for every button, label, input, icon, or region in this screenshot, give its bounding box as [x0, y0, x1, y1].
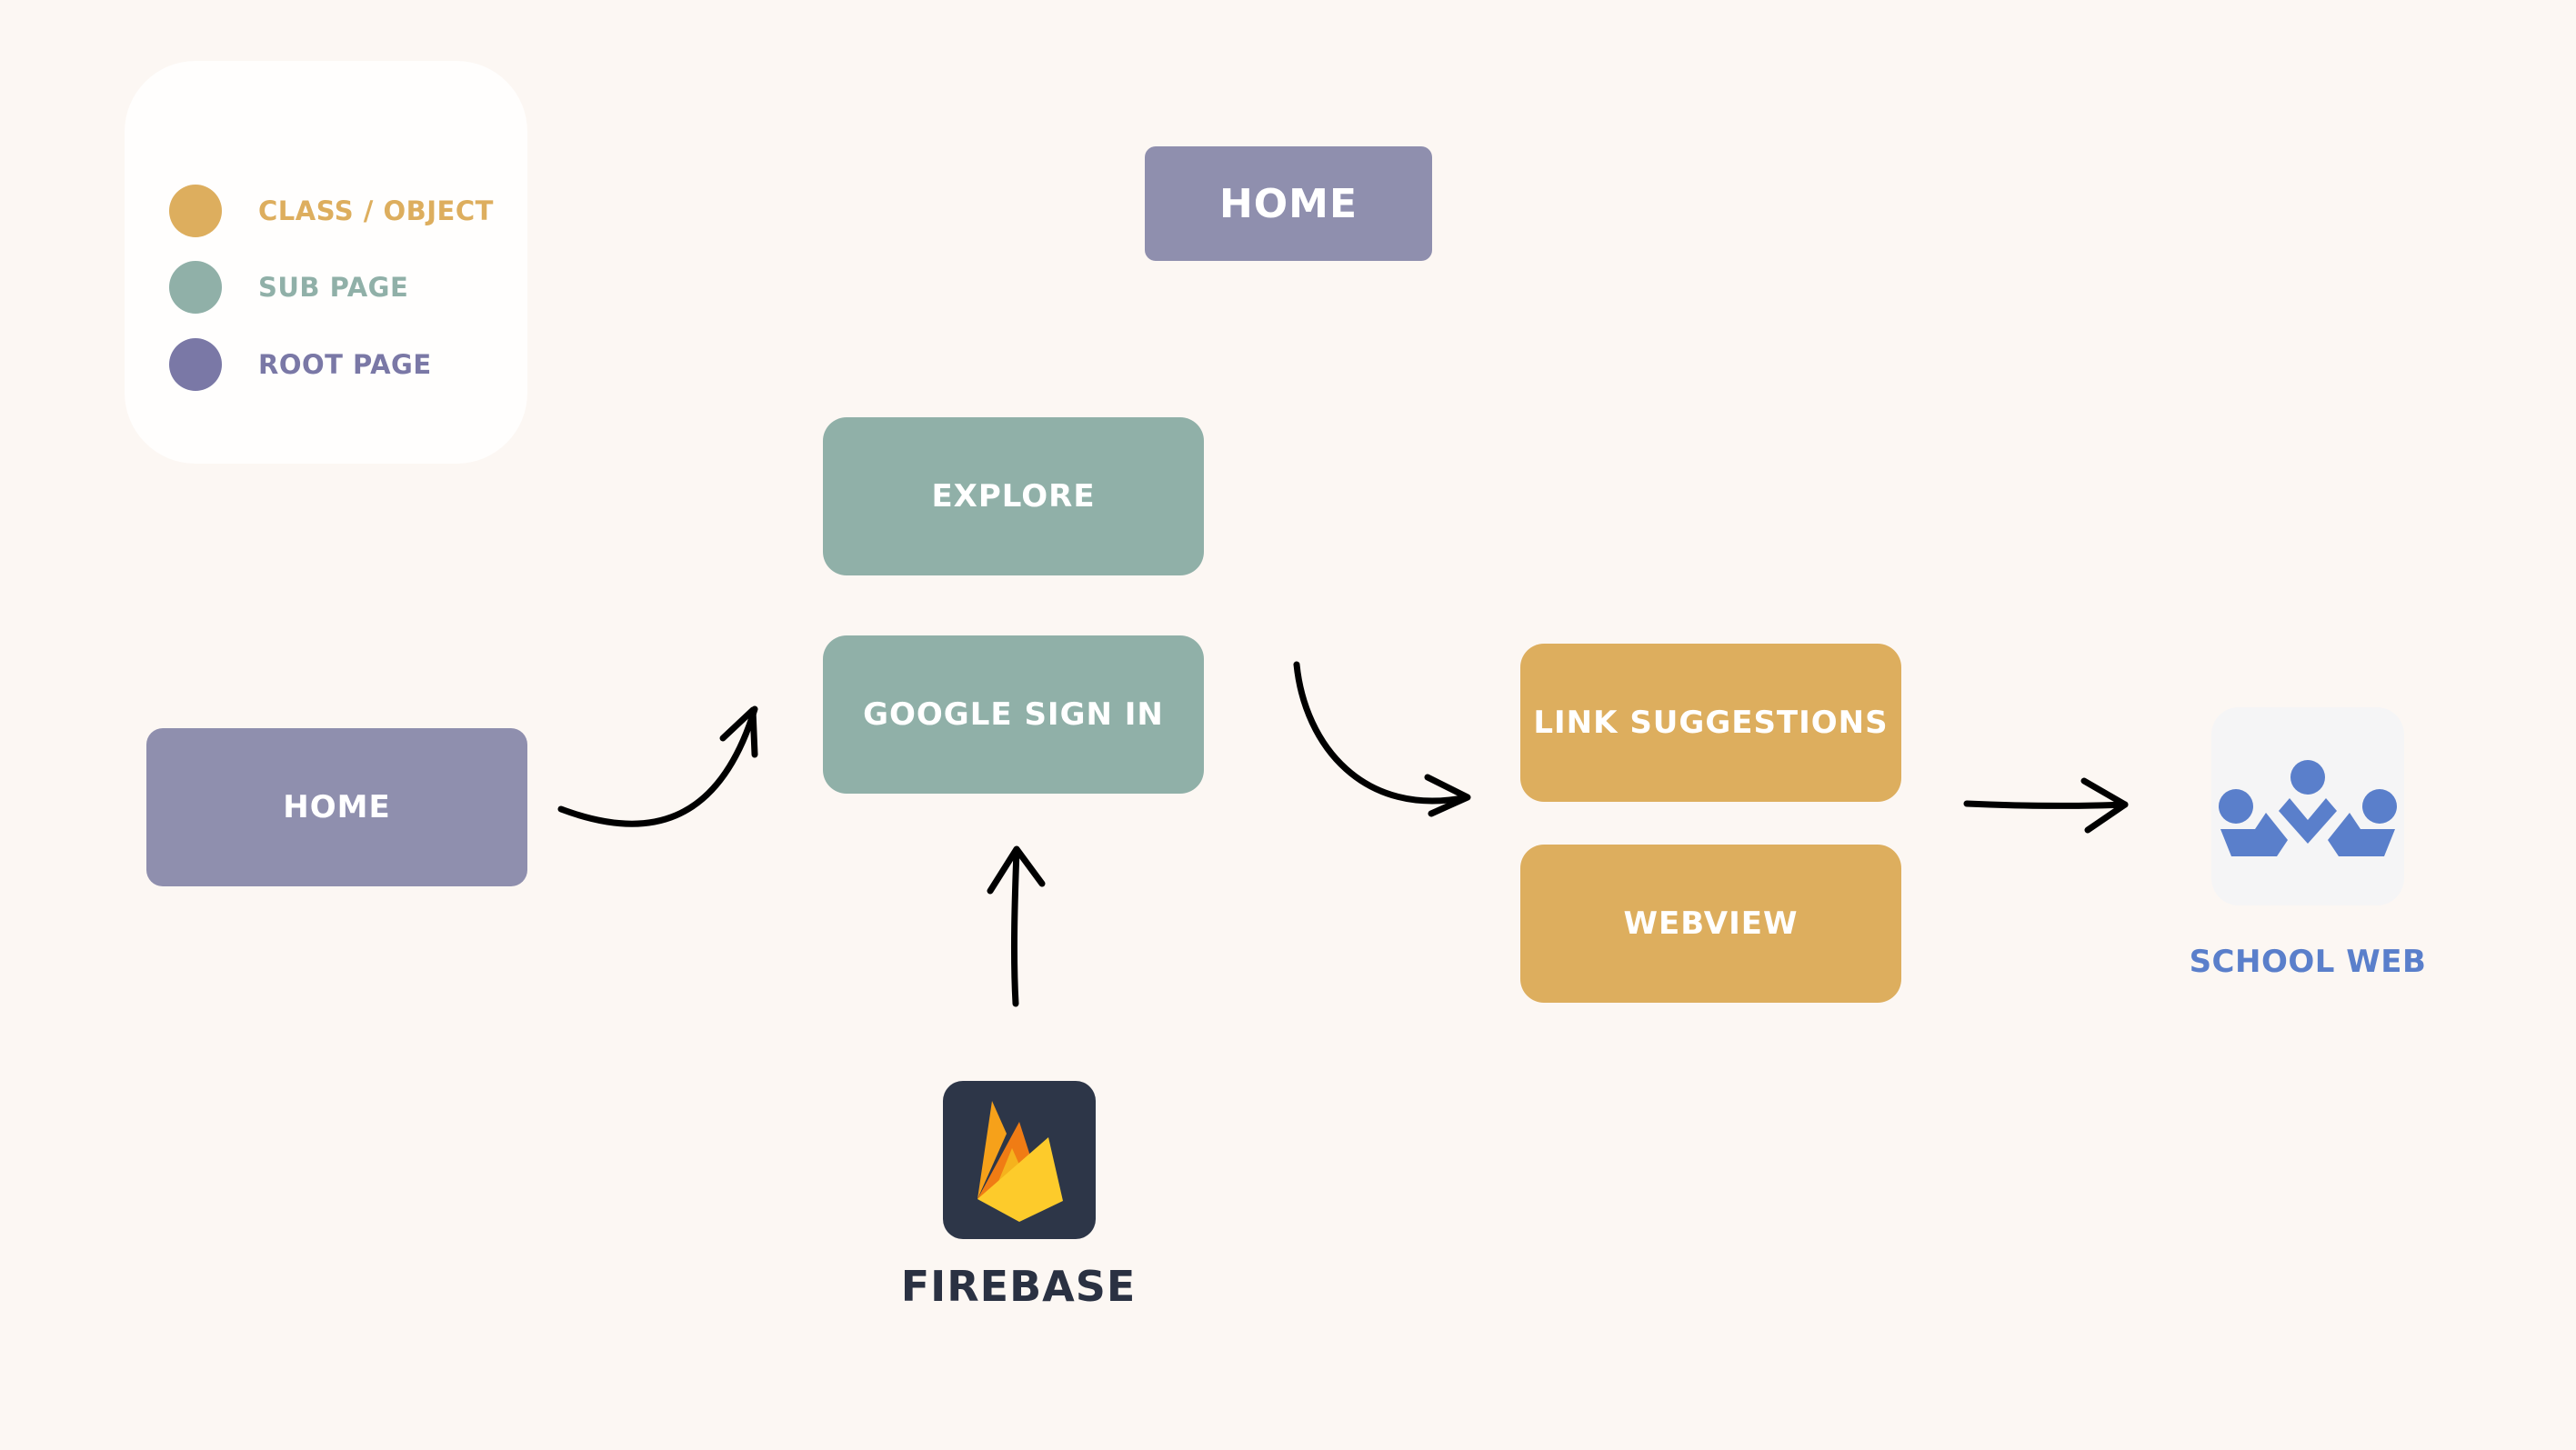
school-web-tile [2211, 707, 2404, 905]
legend-item-root-page: ROOT PAGE [169, 337, 432, 392]
legend-item-sub-page: SUB PAGE [169, 260, 408, 315]
legend-label-sub-page: SUB PAGE [258, 272, 409, 303]
home-title-label: HOME [1218, 180, 1358, 227]
legend-label-root-page: ROOT PAGE [258, 349, 432, 380]
explore-node-label: EXPLORE [931, 478, 1096, 515]
link-suggestions-node-label: LINK SUGGESTIONS [1533, 705, 1889, 741]
legend-dot-class-object [169, 185, 222, 237]
home-title-node: HOME [1145, 146, 1432, 261]
google-sign-in-node: GOOGLE SIGN IN [823, 635, 1204, 794]
arrow-firebase-to-sign-in [987, 845, 1046, 1007]
google-sign-in-node-label: GOOGLE SIGN IN [863, 696, 1164, 733]
firebase-flame-icon [977, 1101, 1063, 1222]
webview-node: WEBVIEW [1520, 845, 1901, 1003]
legend-label-class-object: CLASS / OBJECT [258, 195, 494, 226]
arrow-sign-in-to-link-suggestions [1293, 661, 1471, 817]
legend-dot-sub-page [169, 261, 222, 314]
legend-item-class-object: CLASS / OBJECT [169, 184, 494, 238]
arrow-link-suggestions-to-school-web [1963, 777, 2129, 834]
home-node-label: HOME [283, 789, 391, 825]
school-web-label: SCHOOL WEB [2189, 944, 2427, 980]
link-suggestions-node: LINK SUGGESTIONS [1520, 644, 1901, 802]
school-web-logo-icon [2219, 760, 2397, 856]
webview-node-label: WEBVIEW [1623, 905, 1799, 942]
firebase-label: FIREBASE [900, 1262, 1137, 1311]
legend-card: CLASS / OBJECT SUB PAGE ROOT PAGE [125, 61, 527, 464]
firebase-tile [943, 1081, 1096, 1239]
explore-node: EXPLORE [823, 417, 1204, 575]
arrow-home-to-sign-in [557, 705, 758, 827]
home-node: HOME [146, 728, 527, 886]
legend-dot-root-page [169, 338, 222, 391]
